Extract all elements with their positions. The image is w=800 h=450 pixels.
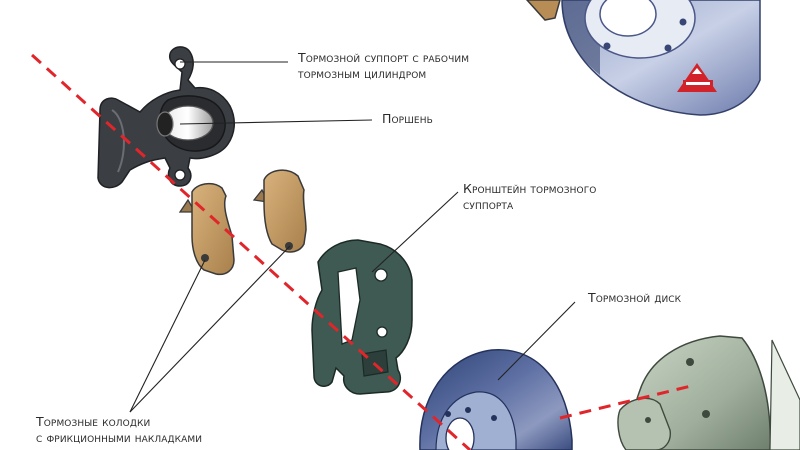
label-disc-line1: Тормозной диск [588,290,682,305]
brake-pad-left-lining [191,182,235,276]
bracket-frame [311,239,413,395]
leader-bracket [371,191,459,273]
label-bracket-line2: суппорта [463,197,514,212]
dust-shield [617,335,800,450]
leader-piston [179,119,373,125]
label-disc: Тормозной диск [588,290,681,306]
leader-lines [129,61,576,413]
assembly-axis [30,53,696,450]
leader-pad-right [129,245,291,413]
label-pads-line1: Тормозные колодки [36,414,151,429]
piston-face [156,111,174,137]
logo-icon [677,63,717,92]
top-disc-pad-fragment [525,0,561,21]
label-caliper-line2: тормозным цилиндром [298,66,427,81]
label-pads-line2: с фрикционными накладками [36,430,203,445]
leader-disc [497,301,576,381]
assembly-axis-main [30,53,472,450]
top-brake-disc [525,0,761,116]
assembly-axis-secondary [559,383,696,420]
brake-pad-right-lining [263,169,307,253]
label-bracket-line1: Кронштейн тормозного [463,181,597,196]
top-disc-center-bore [599,0,657,37]
label-caliper: Тормозной суппорт с рабочим тормозным ци… [298,50,469,82]
brake-pad-right [252,169,307,253]
caliper-bracket [311,239,413,395]
brake-caliper [97,46,235,189]
brake-disc [419,349,573,450]
leader-pad-left [129,259,206,413]
label-bracket: Кронштейн тормозного суппорта [463,181,597,213]
label-pads: Тормозные колодки с фрикционными накладк… [36,414,202,446]
label-piston-line1: Поршень [382,111,433,126]
brake-pad-left [178,182,235,276]
label-caliper-line1: Тормозной суппорт с рабочим [298,50,470,65]
label-piston: Поршень [382,111,433,127]
